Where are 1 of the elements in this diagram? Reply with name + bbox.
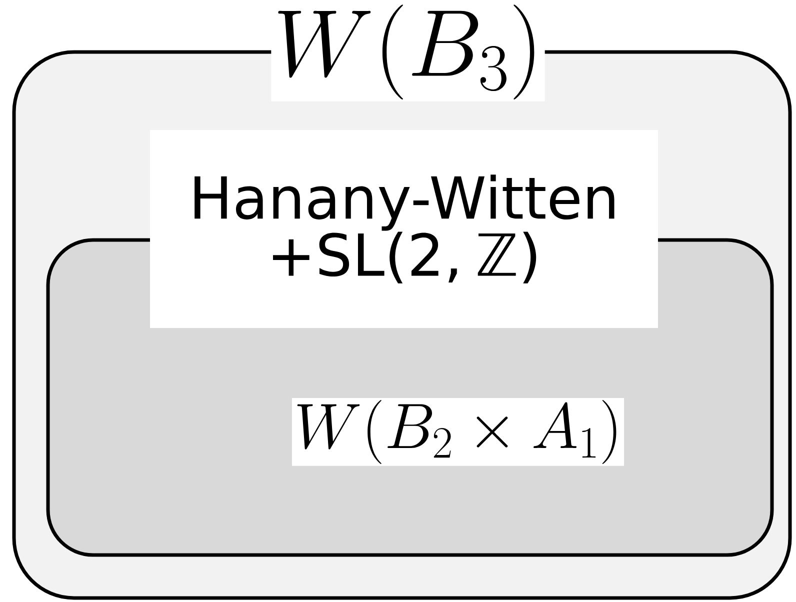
text-box: Hanany-Witten +SL(2, ℤ): [150, 130, 658, 328]
